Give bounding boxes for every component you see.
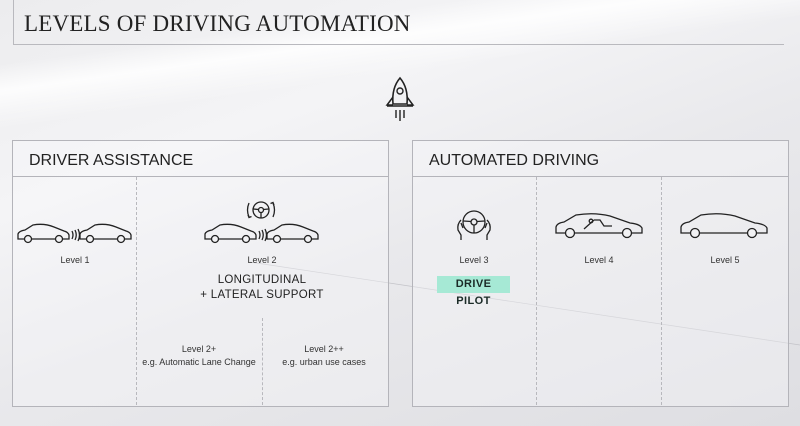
page-title: LEVELS OF DRIVING AUTOMATION [24, 11, 411, 36]
title-frame [13, 0, 784, 45]
level5-label: Level 5 [710, 255, 740, 265]
automated-driving-panel: AUTOMATED DRIVING [412, 140, 789, 407]
driver-assistance-heading: DRIVER ASSISTANCE [29, 152, 194, 169]
divider-level1-level2 [136, 177, 137, 405]
level1-label: Level 1 [60, 255, 90, 265]
level3-label: Level 3 [459, 255, 489, 265]
level2plus-label: Level 2+ [181, 344, 217, 354]
level2-label: Level 2 [247, 255, 277, 265]
car-reclined-seat-icon [555, 213, 643, 239]
automated-driving-header: AUTOMATED DRIVING [413, 141, 788, 177]
steering-wheel-rotate-icon [246, 201, 276, 219]
rocket-icon [385, 76, 415, 121]
hands-on-steering-wheel-icon [457, 210, 491, 240]
divider-level4-level5 [661, 177, 662, 405]
divider-level2plus-level2plusplus [262, 318, 263, 405]
level1-two-cars-icon [17, 223, 132, 244]
level2plus-block: Level 2+ e.g. Automatic Lane Change [137, 343, 261, 369]
driver-assistance-header: DRIVER ASSISTANCE [13, 141, 388, 177]
level2plusplus-block: Level 2++ e.g. urban use cases [263, 343, 385, 369]
level2-two-cars-icon [204, 223, 319, 244]
level2-support-text: LONGITUDINAL + LATERAL SUPPORT [182, 273, 342, 303]
level2plusplus-label: Level 2++ [304, 344, 344, 354]
level2plusplus-example: e.g. urban use cases [282, 357, 366, 367]
level4-label: Level 4 [584, 255, 614, 265]
driver-assistance-panel: DRIVER ASSISTANCE [12, 140, 389, 407]
level2plus-example: e.g. Automatic Lane Change [142, 357, 256, 367]
support-line-1: LONGITUDINAL [217, 274, 307, 286]
automated-driving-heading: AUTOMATED DRIVING [429, 152, 600, 169]
support-line-2: + LATERAL SUPPORT [200, 289, 324, 301]
divider-level3-level4 [536, 177, 537, 405]
car-icon [680, 213, 768, 239]
drive-pilot-badge: DRIVE PILOT [437, 276, 510, 307]
